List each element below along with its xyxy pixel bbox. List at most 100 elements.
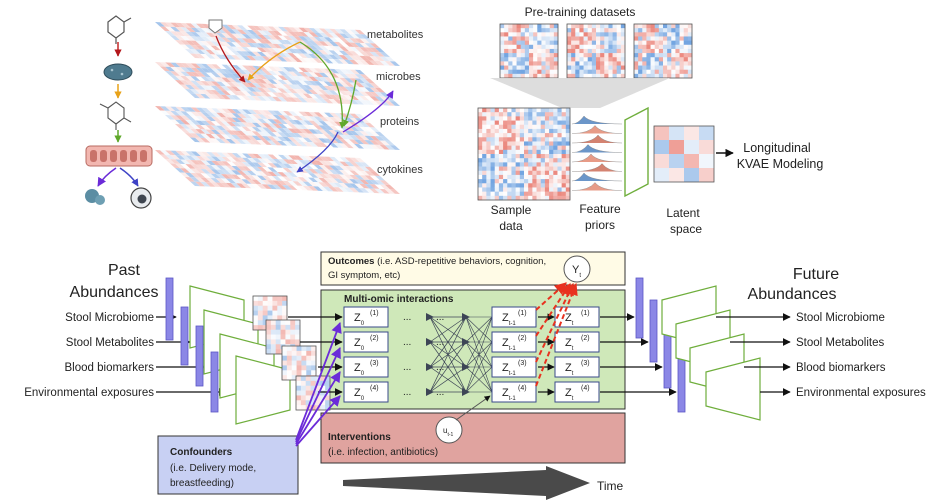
pretraining-title: Pre-training datasets [525, 5, 636, 19]
svg-text:Zt: Zt [565, 312, 574, 327]
encoder-trapezoid [235, 355, 291, 425]
latent-node-z-0-1: Z0(1) [343, 306, 389, 328]
outcome-arrow [535, 282, 574, 363]
ellipsis-label: ... [436, 362, 444, 373]
outcomes-text-line2: GI symptom, etc) [328, 270, 400, 281]
encoded-feature-heatmap [281, 345, 317, 381]
decoder-bar [635, 277, 644, 339]
output-label-stool-metabolites: Stool Metabolites [796, 337, 884, 349]
latent-label-line1: Latent [666, 206, 700, 220]
latent-node-z-2-4: Zt(4) [554, 381, 600, 403]
future-title-line2: Abundances [748, 286, 837, 303]
molecule-icon [99, 101, 132, 130]
confounders-text-line2: breastfeeding) [170, 478, 234, 489]
svg-text:(1): (1) [581, 310, 590, 317]
latent-label-line2: space [670, 222, 702, 236]
output-label-environmental-exposures: Environmental exposures [796, 387, 926, 399]
svg-text:(3): (3) [581, 360, 590, 367]
svg-text:Zt: Zt [565, 387, 574, 402]
input-label-stool-microbiome: Stool Microbiome [65, 312, 154, 324]
svg-text:Z0: Z0 [354, 387, 365, 402]
virus-icon [85, 189, 105, 205]
multiomic-title: Multi-omic interactions [344, 294, 454, 305]
layer-label-microbes: microbes [376, 71, 421, 83]
layer-label-cytokines: cytokines [377, 164, 423, 176]
output-label-blood-biomarkers: Blood biomarkers [796, 362, 886, 374]
molecule-icon [107, 15, 132, 44]
latent-node-z-2-2: Zt (2) [554, 331, 600, 353]
svg-text:(1): (1) [370, 310, 379, 317]
svg-text:(1): (1) [518, 310, 527, 317]
svg-text:(2): (2) [581, 335, 590, 342]
confounder-arrow [295, 347, 341, 443]
kvae-label-line2: KVAE Modeling [737, 157, 824, 171]
confounder-arrow [295, 371, 341, 445]
outcome-node-label: Yt [572, 264, 581, 279]
svg-text:Zt-1: Zt-1 [502, 362, 516, 377]
sample-data-heatmap [477, 107, 571, 201]
encoder-bar [210, 351, 219, 413]
encoder-trapezoid [624, 106, 649, 198]
omics-layer-heatmap [155, 106, 400, 150]
pretraining-panel: Pre-training datasets Longitudinal KVAE … [477, 5, 824, 236]
sample-label-line2: data [499, 219, 523, 233]
layer-label-metabolites: metabolites [367, 29, 424, 41]
confounders-title: Confounders [170, 447, 233, 458]
encoder-bar [195, 325, 204, 387]
svg-text:Z0: Z0 [354, 362, 365, 377]
interaction-network: ........................ [403, 312, 493, 398]
feature-priors-densities [571, 115, 623, 191]
feature-label-line1: Feature [579, 202, 621, 216]
sample-label-line1: Sample [491, 203, 532, 217]
pretrain-dataset-heatmap [499, 23, 559, 79]
svg-text:(2): (2) [518, 335, 527, 342]
omics-layers-panel: metabolites microbes proteins cytokines [85, 15, 424, 209]
input-label-environmental-exposures: Environmental exposures [24, 387, 154, 399]
epithelial-cells-icon [85, 145, 153, 167]
intervention-node-label: ut-1 [443, 426, 454, 438]
intervention-node-ut [435, 416, 463, 444]
output-label-stool-microbiome: Stool Microbiome [796, 312, 885, 324]
future-title-line1: Future [793, 266, 839, 283]
pretrain-dataset-heatmap [566, 23, 626, 79]
immune-cell-icon [130, 187, 152, 209]
svg-text:Zt-1: Zt-1 [502, 337, 516, 352]
latent-node-z-0-4: Z0 (4) [343, 381, 389, 403]
svg-text:Zt-1: Zt-1 [502, 387, 516, 402]
latent-node-z-1-3: Zt-1(3) [491, 356, 537, 378]
latent-node-z-1-1: Zt-1(1) [491, 306, 537, 328]
outcome-arrow [535, 282, 578, 387]
layer-link-arrow [296, 131, 339, 173]
svg-text:(4): (4) [370, 385, 379, 392]
latent-node-z-0-3: Z0(3) [343, 356, 389, 378]
pretrain-funnel [490, 78, 670, 108]
longitudinal-panel: Past Abundances Future Abundances Outcom… [24, 251, 926, 500]
ellipsis-label: ... [436, 312, 444, 323]
ellipsis-label: ... [436, 387, 444, 398]
confounders-box [157, 435, 299, 495]
ellipsis-label: ... [403, 387, 411, 398]
feature-label-line2: priors [585, 218, 615, 232]
layer-label-proteins: proteins [380, 116, 420, 128]
ellipsis-label: ... [403, 337, 411, 348]
time-label: Time [597, 479, 624, 493]
svg-text:Zt-1: Zt-1 [502, 312, 516, 327]
layer-link-arrow [342, 90, 394, 133]
outcome-node-yt [563, 255, 591, 283]
latent-node-z-1-4: Zt-1(4) [491, 381, 537, 403]
latent-node-z-1-2: Zt-1(2) [491, 331, 537, 353]
ellipsis-label: ... [403, 362, 411, 373]
input-label-stool-metabolites: Stool Metabolites [66, 337, 154, 349]
decoder-bar [677, 351, 686, 413]
interventions-title: Interventions [328, 432, 391, 443]
outcomes-text-line1: Outcomes (i.e. ASD-repetitive behaviors,… [328, 256, 546, 267]
intervention-arrow [455, 395, 491, 421]
arrow-icon [119, 167, 139, 187]
arrow-icon [97, 167, 117, 187]
confounder-arrow [295, 321, 342, 441]
omics-layer-heatmap [155, 62, 400, 106]
latent-node-z-0-2: Z0(2) [343, 331, 389, 353]
omics-layer-heatmap [155, 22, 400, 66]
svg-text:Zt: Zt [565, 337, 574, 352]
